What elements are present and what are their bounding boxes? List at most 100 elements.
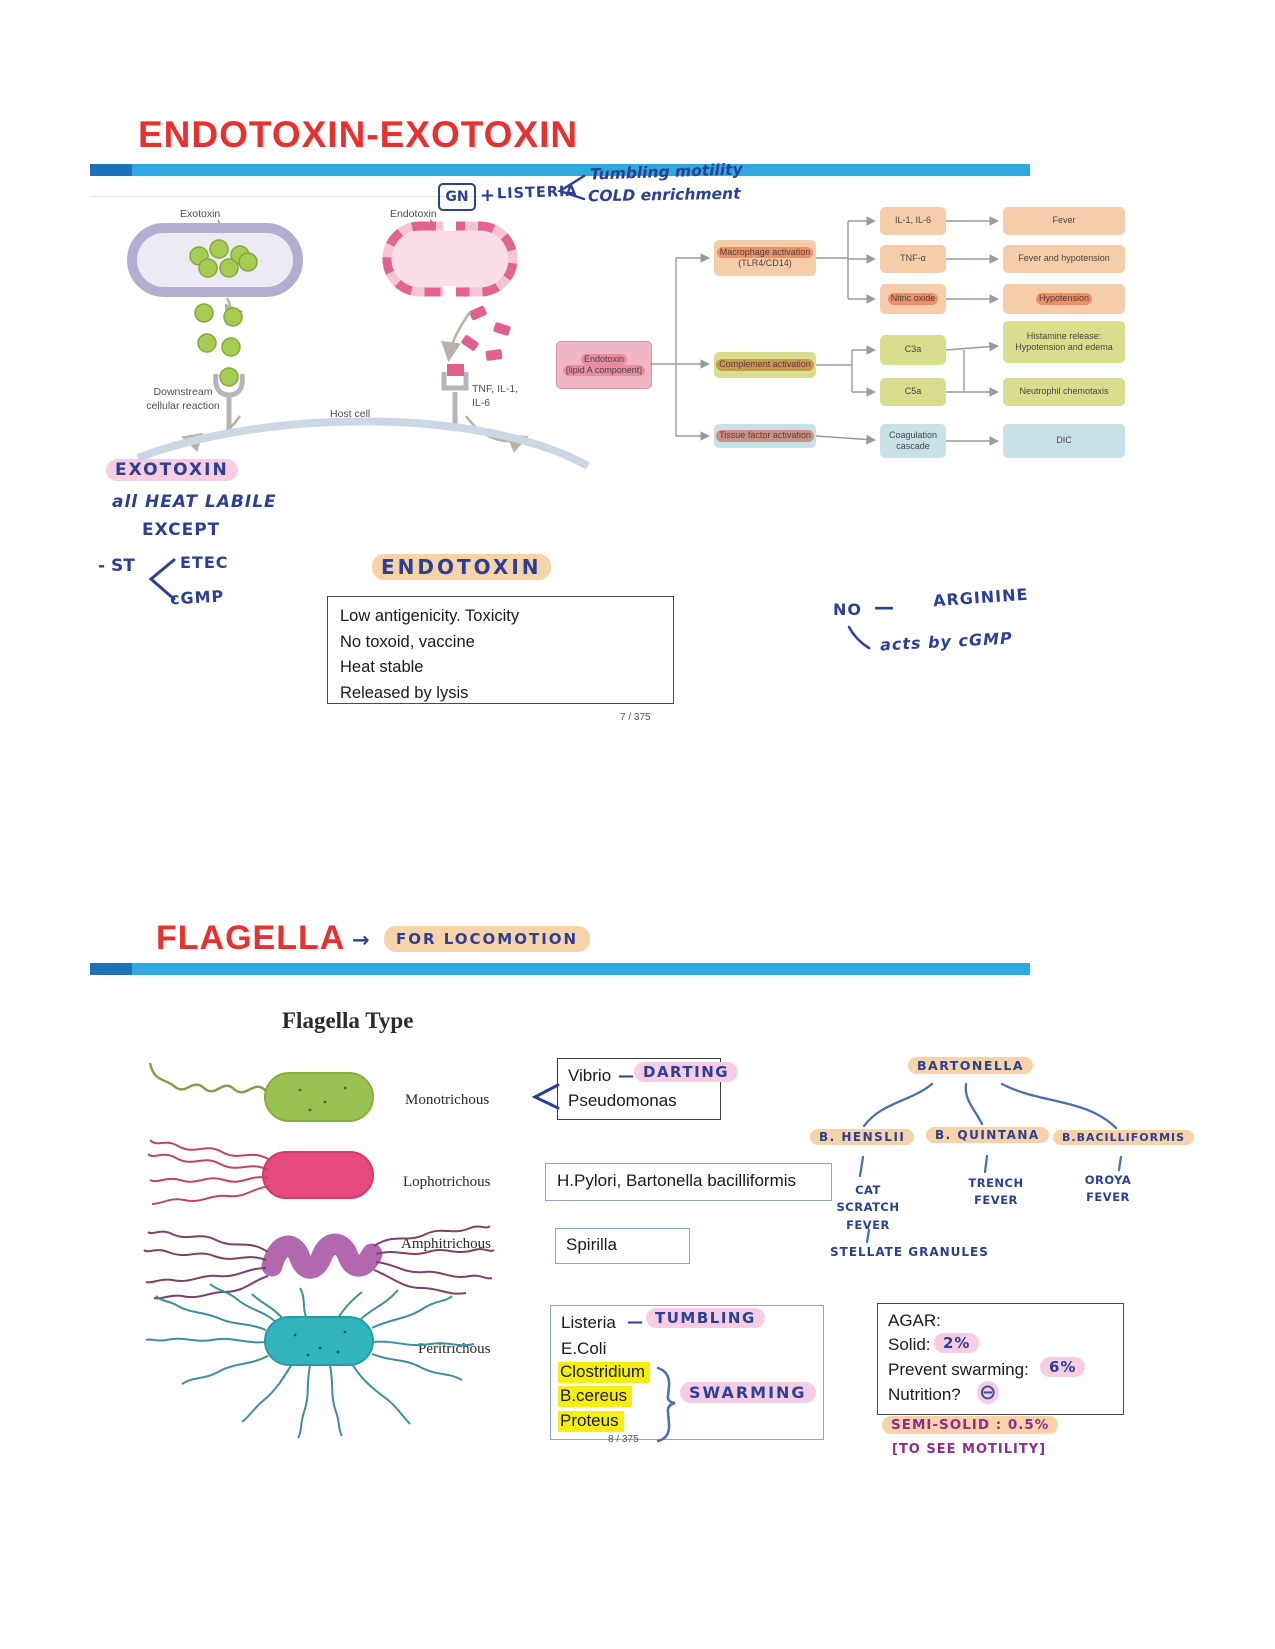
flowchart-complement-activation: Complement activation <box>714 352 816 378</box>
spirilla-text: Spirilla <box>566 1235 618 1254</box>
plus-sign: + <box>480 185 496 206</box>
tumbling-note: TUMBLING <box>646 1308 765 1328</box>
bcereus-text: B.cereus <box>558 1386 633 1407</box>
arginine-note: ARGININE <box>932 584 1029 611</box>
flowchart-macrophage-activation: Macrophage activation (TLR4/CD14) <box>714 240 816 276</box>
flowchart-coagulation-cascade: Coagulation cascade <box>880 424 946 458</box>
macrophage-line2: (TLR4/CD14) <box>738 258 792 268</box>
page2-number: 8 / 375 <box>608 1434 639 1445</box>
endotoxin-facts-box: Low antigenicity. Toxicity No toxoid, va… <box>327 596 674 704</box>
page1-title-underline <box>90 164 1030 176</box>
cold-enrichment-note: COLD enrichment <box>587 184 741 206</box>
coagulation-label: Coagulation cascade <box>888 429 938 451</box>
page1-number: 7 / 375 <box>620 712 651 723</box>
flowchart-neutrophil-chemotaxis: Neutrophil chemotaxis <box>1003 378 1125 406</box>
flowchart-dic: DIC <box>1003 424 1125 458</box>
il1-il6-label: IL-1, IL-6 <box>894 215 932 226</box>
endotoxin-heading: ENDOTOXIN <box>372 554 551 580</box>
flowchart-tnf-alpha: TNF-α <box>880 245 946 273</box>
flagella-type-heading: Flagella Type <box>282 1008 414 1033</box>
nitric-oxide-label: Nitric oxide <box>887 293 939 305</box>
heat-labile-note: all HEAT LABILE <box>112 492 277 512</box>
complement-label: Complement activation <box>716 359 814 371</box>
peritrichous-label: Peritrichous <box>418 1341 491 1357</box>
agar-prevent-value: 6% <box>1040 1357 1086 1377</box>
lophotrichous-label: Lophotrichous <box>403 1174 491 1190</box>
bartonella-henslii: B. HENSLII <box>810 1129 915 1145</box>
agar-box <box>877 1303 1124 1415</box>
flowchart-root-line1: Endotoxin <box>580 353 628 365</box>
flowchart-hypotension: Hypotension <box>1003 284 1125 314</box>
agar-prevent-label: Prevent swarming: <box>888 1360 1029 1379</box>
c3a-label: C3a <box>904 344 922 355</box>
amphitrichous-label: Amphitrichous <box>401 1236 491 1252</box>
flowchart-root: Endotoxin (lipid A component) <box>556 341 652 389</box>
c5a-label: C5a <box>904 386 922 397</box>
no-arginine-dash: — <box>874 595 894 619</box>
agar-title: AGAR: <box>888 1311 941 1330</box>
host-cell-label: Host cell <box>330 408 371 420</box>
oroya-fever-note: OROYA FEVER <box>1084 1173 1132 1205</box>
fever-label: Fever <box>1052 215 1076 226</box>
etec-note: ETEC <box>180 553 229 572</box>
trench-fever-note: TRENCH FEVER <box>968 1176 1024 1208</box>
bartonella-bacilliformis: B.BACILLIFORMIS <box>1053 1130 1195 1145</box>
flowchart-fever-hypotension: Fever and hypotension <box>1003 245 1125 273</box>
lophotrichous-organisms-box <box>545 1163 832 1201</box>
fact-toxoid: No toxoid, vaccine <box>340 632 475 651</box>
nutrition-minus-mark: ⊖ <box>977 1380 999 1404</box>
listeria-note: LISTERIA <box>496 183 578 203</box>
downstream-reaction-label: Downstream cellular reaction <box>146 386 220 413</box>
semisolid-note: SEMI-SOLID : 0.5% <box>882 1416 1059 1434</box>
tnf-alpha-label: TNF-α <box>900 253 926 264</box>
exotoxin-label: Exotoxin <box>180 208 221 220</box>
peritrichous-bacterium <box>145 1283 475 1439</box>
flowchart-c5a: C5a <box>880 378 946 406</box>
flowchart-c3a: C3a <box>880 335 946 365</box>
agar-solid-value: 2% <box>934 1333 980 1353</box>
neutrophil-label: Neutrophil chemotaxis <box>1019 386 1109 397</box>
st-note: - ST <box>98 556 135 576</box>
exotoxin-heading: EXOTOXIN <box>106 459 238 481</box>
hpylori-text: H.Pylori, Bartonella bacilliformis <box>557 1171 797 1190</box>
monotrichous-bacterium <box>148 1062 374 1122</box>
clostridium-text: Clostridium <box>558 1362 651 1383</box>
figure-edge-line <box>90 196 512 197</box>
cat-scratch-fever-note: CAT SCRATCH FEVER <box>836 1183 900 1232</box>
flowchart-root-line2: (lipid A component) <box>562 365 646 377</box>
no-note: NO <box>833 600 862 619</box>
ecoli-text: E.Coli <box>561 1339 607 1358</box>
flowchart-nitric-oxide: Nitric oxide <box>880 284 946 314</box>
page2-title-underline-accent <box>90 963 132 975</box>
tissue-factor-label: Tissue factor activation <box>716 430 814 442</box>
agar-solid-label: Solid: <box>888 1335 931 1354</box>
except-note: EXCEPT <box>142 520 221 540</box>
vibrio-text: Vibrio <box>568 1066 612 1085</box>
flowchart-tissue-factor-activation: Tissue factor activation <box>714 424 816 448</box>
flowchart-il1-il6: IL-1, IL-6 <box>880 207 946 235</box>
histamine-label: Histamine release: Hypotension and edema <box>1015 330 1113 352</box>
flowchart-fever: Fever <box>1003 207 1125 235</box>
listeria-text: Listeria <box>561 1313 616 1332</box>
macrophage-line1: Macrophage activation <box>716 246 814 258</box>
bartonella-quintana: B. QUINTANA <box>926 1127 1049 1143</box>
fever-hypotension-label: Fever and hypotension <box>1018 253 1110 264</box>
locomotion-arrow: → <box>352 928 370 952</box>
cytokines-label: TNF, IL-1, IL-6 <box>472 383 519 410</box>
swarming-note: SWARMING <box>680 1382 816 1403</box>
to-see-motility-note: [TO SEE MOTILITY] <box>892 1442 1047 1457</box>
pseudomonas-text: Pseudomonas <box>568 1091 677 1110</box>
lophotrichous-bacterium <box>147 1139 374 1205</box>
fact-heat-stable: Heat stable <box>340 658 424 676</box>
amphitrichous-organisms-box <box>555 1228 690 1264</box>
darting-dash: — <box>618 1066 634 1085</box>
page2-title: FLAGELLA <box>156 919 346 957</box>
darting-note: DARTING <box>634 1062 739 1082</box>
bartonella-root: BARTONELLA <box>908 1057 1034 1074</box>
stellate-granules-note: STELLATE GRANULES <box>830 1245 989 1259</box>
agar-nutrition-label: Nutrition? <box>888 1385 961 1404</box>
dic-label: DIC <box>1056 435 1072 446</box>
page2-title-underline <box>90 963 1030 975</box>
page1-title: ENDOTOXIN-EXOTOXIN <box>138 114 579 155</box>
monotrichous-label: Monotrichous <box>405 1092 490 1108</box>
